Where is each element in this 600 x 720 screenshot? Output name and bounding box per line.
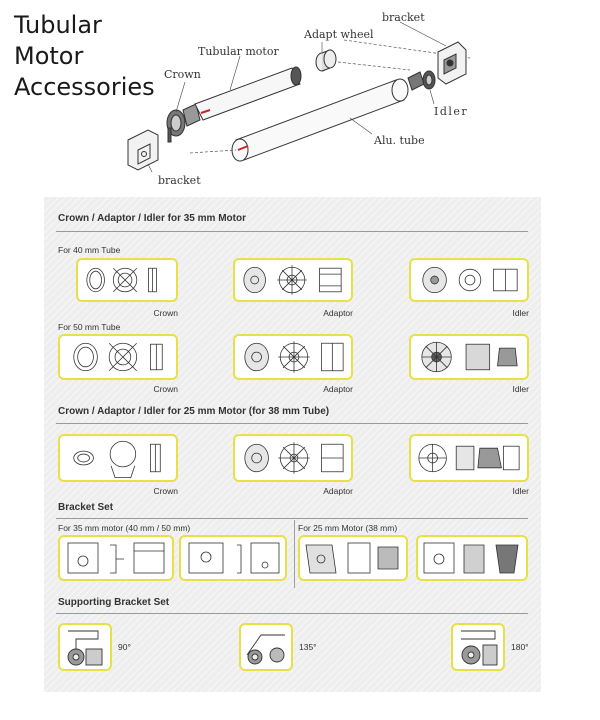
label-adapt-wheel: Adapt wheel	[304, 28, 374, 41]
bracket-35mm-card-2	[179, 535, 287, 581]
angle-135-label: 135°	[299, 642, 317, 652]
crown-drawing	[73, 342, 163, 372]
alu-tube-drawing	[231, 78, 409, 162]
crown-40mm-card	[76, 258, 178, 302]
idler-25mm-card	[409, 434, 529, 482]
idler-50mm-card	[409, 334, 529, 380]
adapt-wheel-drawing	[315, 49, 337, 72]
idler-40mm-card	[409, 258, 529, 302]
label-alu-tube: Alu. tube	[374, 134, 425, 147]
left-bracket-drawing	[127, 129, 159, 171]
bracket-drawing	[305, 542, 399, 574]
bracket-35mm-label: For 35 mm motor (40 mm / 50 mm)	[58, 523, 191, 533]
label-bracket-bottom: bracket	[158, 174, 201, 187]
adaptor-50mm-card	[233, 334, 353, 380]
supporting-bracket-drawing	[461, 630, 498, 666]
crown-drawing	[86, 267, 157, 293]
idler-drawing	[421, 341, 518, 373]
idler-drawing	[418, 443, 520, 473]
caption-adaptor: Adaptor	[323, 486, 353, 496]
adaptor-drawing	[244, 341, 344, 373]
adaptor-40mm-card	[233, 258, 353, 302]
crown-drawing	[73, 440, 161, 479]
angle-90-label: 90°	[118, 642, 131, 652]
adaptor-25mm-card	[233, 434, 353, 482]
section-divider	[56, 613, 528, 614]
caption-adaptor: Adaptor	[323, 308, 353, 318]
caption-idler: Idler	[512, 308, 529, 318]
caption-adaptor: Adaptor	[323, 384, 353, 394]
bracket-drawing	[188, 542, 280, 574]
bracket-25mm-card-1	[298, 535, 408, 581]
page-title: Tubular Motor Accessories	[14, 11, 155, 101]
supporting-bracket-drawing	[246, 634, 285, 665]
label-crown: Crown	[164, 68, 201, 81]
tube-50mm-label: For 50 mm Tube	[58, 322, 121, 332]
label-bracket-top: bracket	[382, 11, 425, 24]
bracket-column-divider	[294, 520, 295, 588]
section-title-25mm: Crown / Adaptor / Idler for 25 mm Motor …	[58, 406, 330, 417]
angle-180-label: 180°	[511, 642, 529, 652]
label-idler: Idler	[434, 105, 469, 118]
crown-25mm-card	[58, 434, 178, 482]
supporting-bracket-90-card	[58, 623, 112, 671]
supporting-bracket-drawing	[67, 630, 103, 666]
bracket-drawing	[423, 542, 519, 574]
section-divider	[56, 423, 528, 424]
caption-crown: Crown	[153, 486, 178, 496]
bracket-drawing	[67, 542, 165, 574]
adaptor-drawing	[244, 442, 344, 474]
caption-idler: Idler	[512, 486, 529, 496]
tubular-motor-drawing	[194, 66, 302, 121]
motor-head-drawing	[166, 103, 201, 143]
idler-drawing	[407, 70, 436, 91]
caption-crown: Crown	[153, 308, 178, 318]
section-title-supporting-bracket-set: Supporting Bracket Set	[58, 597, 170, 608]
tube-40mm-label: For 40 mm Tube	[58, 245, 121, 255]
caption-crown: Crown	[153, 384, 178, 394]
bracket-35mm-card-1	[58, 535, 174, 581]
tubular-motor-exploded-diagram	[127, 21, 471, 173]
section-divider	[56, 518, 528, 519]
adaptor-drawing	[243, 265, 342, 295]
bracket-25mm-card-2	[416, 535, 528, 581]
supporting-bracket-180-card	[451, 623, 505, 671]
right-bracket-drawing	[437, 41, 467, 85]
caption-idler: Idler	[512, 384, 529, 394]
idler-drawing	[422, 266, 518, 294]
section-title-35mm: Crown / Adaptor / Idler for 35 mm Motor	[58, 213, 246, 224]
section-title-bracket-set: Bracket Set	[58, 502, 114, 513]
bracket-25mm-label: For 25 mm Motor (38 mm)	[298, 523, 398, 533]
supporting-bracket-135-card	[239, 623, 293, 671]
crown-50mm-card	[58, 334, 178, 380]
label-tubular-motor: Tubular motor	[198, 45, 279, 58]
section-divider	[56, 231, 528, 232]
